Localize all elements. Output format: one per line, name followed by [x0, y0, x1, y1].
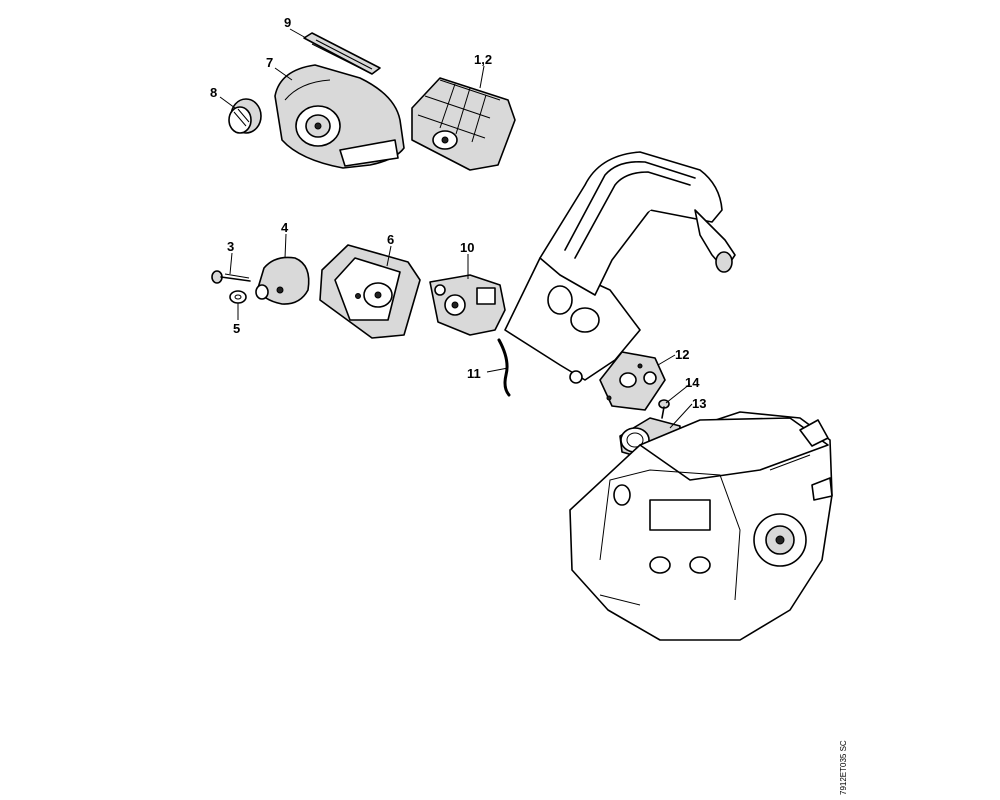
part-10-carburetor — [429, 274, 506, 336]
callout-12: 12 — [675, 347, 689, 362]
callout-7: 7 — [266, 55, 273, 70]
part-5-washer — [229, 290, 247, 304]
callout-8: 8 — [210, 85, 217, 100]
part-12-gasket — [599, 351, 666, 411]
callout-6: 6 — [387, 232, 394, 247]
callout-14: 14 — [685, 375, 700, 390]
callout-10: 10 — [460, 240, 474, 255]
callout-11: 11 — [467, 366, 481, 381]
handle-frame — [504, 151, 736, 384]
callout-13: 13 — [692, 396, 706, 411]
part-14-screw — [658, 399, 670, 419]
part-7-cover — [274, 64, 405, 169]
callout-9: 9 — [284, 15, 291, 30]
part-9-strip — [303, 32, 381, 75]
part-8-knob — [228, 98, 262, 134]
engine-housing — [569, 411, 833, 641]
part-1-2-air-filter — [411, 77, 516, 171]
drawing-code: 7912ET035 SC — [839, 740, 848, 795]
part-6-base-plate — [319, 244, 421, 339]
callout-1-2: 1,2 — [474, 52, 492, 67]
part-3-screw — [211, 270, 251, 284]
leader-lines — [219, 28, 693, 429]
callout-5: 5 — [233, 321, 240, 336]
callout-3: 3 — [227, 239, 234, 254]
part-11-hose — [497, 338, 511, 397]
part-4-bracket — [255, 256, 310, 305]
callout-4: 4 — [281, 220, 289, 235]
